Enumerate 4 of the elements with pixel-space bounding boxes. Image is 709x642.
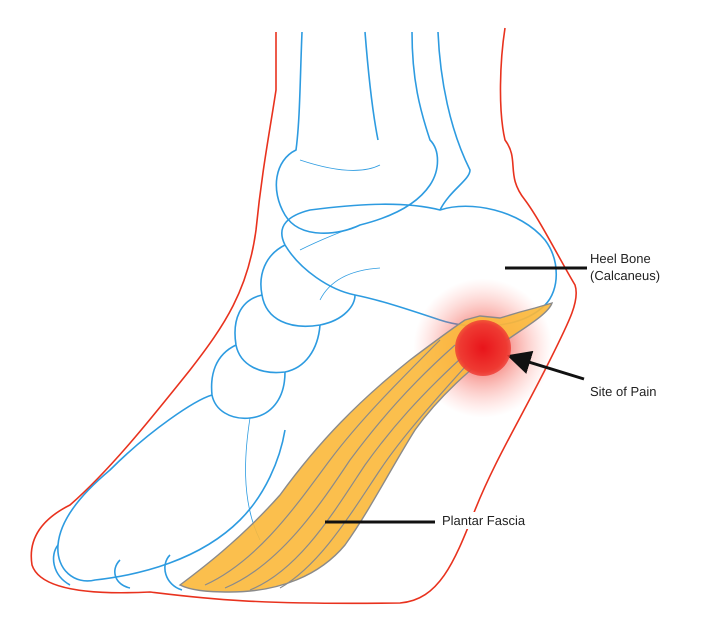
leader-line [325, 520, 435, 524]
callout-label: Plantar Fascia [442, 512, 526, 529]
arrow [506, 350, 584, 380]
leader-line [505, 266, 587, 270]
